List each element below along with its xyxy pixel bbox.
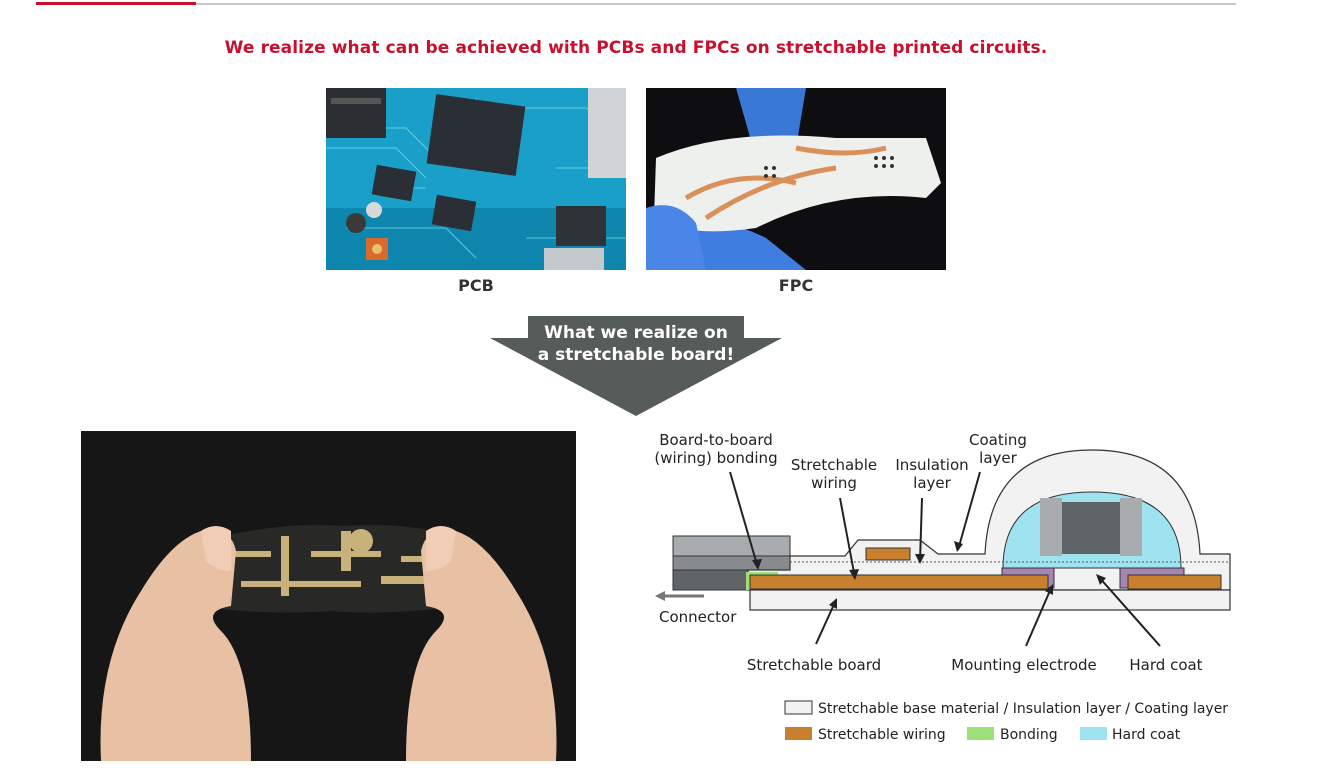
connector-block-top <box>672 535 791 557</box>
label-connector: Connector <box>659 608 737 626</box>
label-hard-coat: Hard coat <box>1129 656 1202 674</box>
label-board-to-board-2: (wiring) bonding <box>654 449 777 467</box>
leader-board-head <box>829 598 837 609</box>
arrow-banner-line-1: What we realize on <box>544 323 728 343</box>
cross-section-diagram: Board-to-board (wiring) bonding Stretcha… <box>640 420 1280 760</box>
leader-bonding-head <box>752 559 762 570</box>
connector-block-low <box>672 569 749 591</box>
leader-coating <box>957 471 981 551</box>
leader-electrode <box>1025 585 1053 647</box>
upper-wiring-segment <box>865 547 911 561</box>
leader-wiring-head <box>849 569 859 580</box>
main-wiring <box>749 574 1049 590</box>
label-mounting-electrode: Mounting electrode <box>951 656 1097 674</box>
leader-hard-coat-head <box>1096 574 1106 585</box>
leader-coating-head <box>954 541 963 552</box>
page-headline: We realize what can be achieved with PCB… <box>224 38 1048 58</box>
pcb-photo <box>326 88 626 270</box>
leader-electrode-head <box>1045 584 1053 595</box>
top-divider-accent <box>36 2 196 5</box>
stretchable-board-photo <box>81 431 576 761</box>
leader-wiring <box>839 497 856 579</box>
leader-bonding <box>729 471 759 569</box>
legend-swatch-hard-coat <box>1080 727 1107 740</box>
label-stretchable-board: Stretchable board <box>747 656 881 674</box>
pcb-caption: PCB <box>458 276 494 295</box>
top-divider <box>36 3 1236 5</box>
chip-terminal-left <box>1040 498 1062 556</box>
leader-insulation-head <box>915 554 925 564</box>
legend-swatch-wiring <box>785 727 812 740</box>
arrow-banner-line-2: a stretchable board! <box>537 345 735 365</box>
legend-label-wiring: Stretchable wiring <box>818 727 946 743</box>
leader-hard-coat <box>1097 575 1161 647</box>
label-coating-1: Coating <box>969 431 1027 449</box>
down-arrow-banner: What we realize on a stretchable board! <box>490 316 782 416</box>
label-board-to-board-1: Board-to-board <box>659 431 773 449</box>
label-stretchable-wiring-2: wiring <box>811 474 857 492</box>
fpc-photo <box>646 88 946 270</box>
stretchable-board-layer <box>749 589 1231 611</box>
right-wiring <box>1127 574 1222 590</box>
label-coating-2: layer <box>979 449 1017 467</box>
leader-insulation <box>919 497 923 563</box>
connector-block-mid <box>672 555 791 571</box>
legend-swatch-base <box>784 700 813 715</box>
fpc-caption: FPC <box>778 276 814 295</box>
chip-terminal-right <box>1120 498 1142 556</box>
chip-body <box>1055 502 1127 554</box>
label-stretchable-wiring-1: Stretchable <box>791 456 877 474</box>
leader-board <box>815 599 837 645</box>
label-insulation-2: layer <box>913 474 951 492</box>
legend-swatch-bonding <box>967 727 994 740</box>
legend-label-bonding: Bonding <box>1000 727 1058 743</box>
legend-label-base: Stretchable base material / Insulation l… <box>818 701 1228 717</box>
arrow-banner-text: What we realize on a stretchable board! <box>490 322 782 366</box>
label-insulation-1: Insulation <box>895 456 968 474</box>
legend-label-hard-coat: Hard coat <box>1112 727 1181 743</box>
connector-arrowhead <box>655 591 665 601</box>
